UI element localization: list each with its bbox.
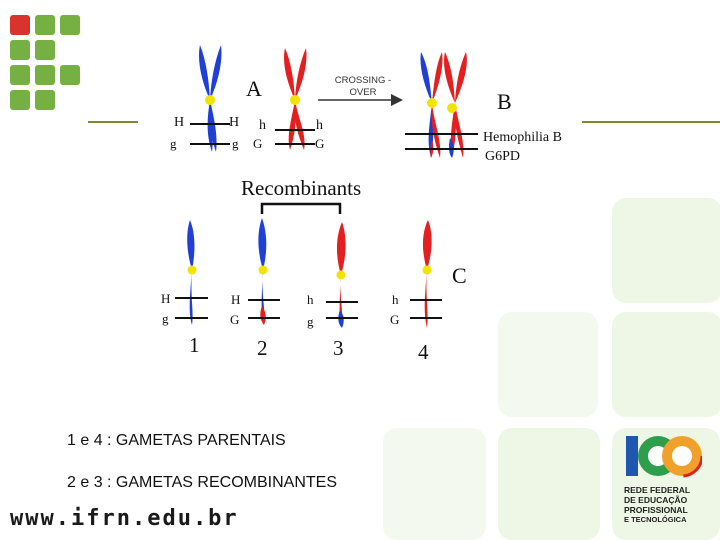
caption-parental: 1 e 4 : GAMETAS PARENTAIS [67,432,286,450]
allele-label: h [316,118,323,134]
gamete-chromosome-2 [258,218,267,325]
panel-c-label: C [452,263,467,289]
chromosome-pair-a-maternal [199,45,221,152]
allele-label: G [253,136,262,152]
gamete-chromosome-4 [423,220,432,328]
caption-recombinant: 2 e 3 : GAMETAS RECOMBINANTES [67,474,337,492]
hemophilia-b-label: Hemophilia B [483,130,562,146]
allele-label: h [392,292,399,308]
logo-text-3: PROFISSIONAL [624,505,702,515]
footer-url: www.ifrn.edu.br [10,506,239,531]
allele-label: G [230,312,239,328]
panel-a-label: A [246,76,262,102]
g6pd-label: G6PD [485,149,520,165]
centenary-emblem [624,432,702,480]
logo-text-2: DE EDUCAÇÃO [624,495,702,505]
allele-label: h [259,118,266,134]
allele-label: H [174,115,184,131]
recombinants-title: Recombinants [241,176,361,201]
recombinants-bracket [262,204,340,214]
allele-label: h [307,292,314,308]
allele-label: g [162,311,169,327]
allele-label: g [307,314,314,330]
allele-label: H [231,292,240,308]
crossing-over-label: CROSSING - OVER [330,75,396,99]
allele-label: G [315,136,324,152]
chromosome-pair-a-paternal [284,48,306,150]
rede-federal-logo: REDE FEDERAL DE EDUCAÇÃO PROFISSIONAL E … [624,432,702,532]
gamete-number: 3 [333,336,344,361]
logo-text-4: E TECNOLÓGICA [624,515,702,525]
gamete-number: 2 [257,336,268,361]
allele-label: g [170,136,177,152]
panel-b-label: B [497,89,512,115]
allele-label: H [229,115,239,131]
chromosome-pair-b [420,52,466,158]
gamete-number: 4 [418,340,429,365]
gamete-chromosome-3 [337,222,346,328]
logo-text-1: REDE FEDERAL [624,485,702,495]
allele-label: g [232,136,239,152]
gamete-number: 1 [189,333,200,358]
gamete-chromosome-1 [187,220,196,325]
allele-label: H [161,291,170,307]
allele-label: G [390,312,399,328]
